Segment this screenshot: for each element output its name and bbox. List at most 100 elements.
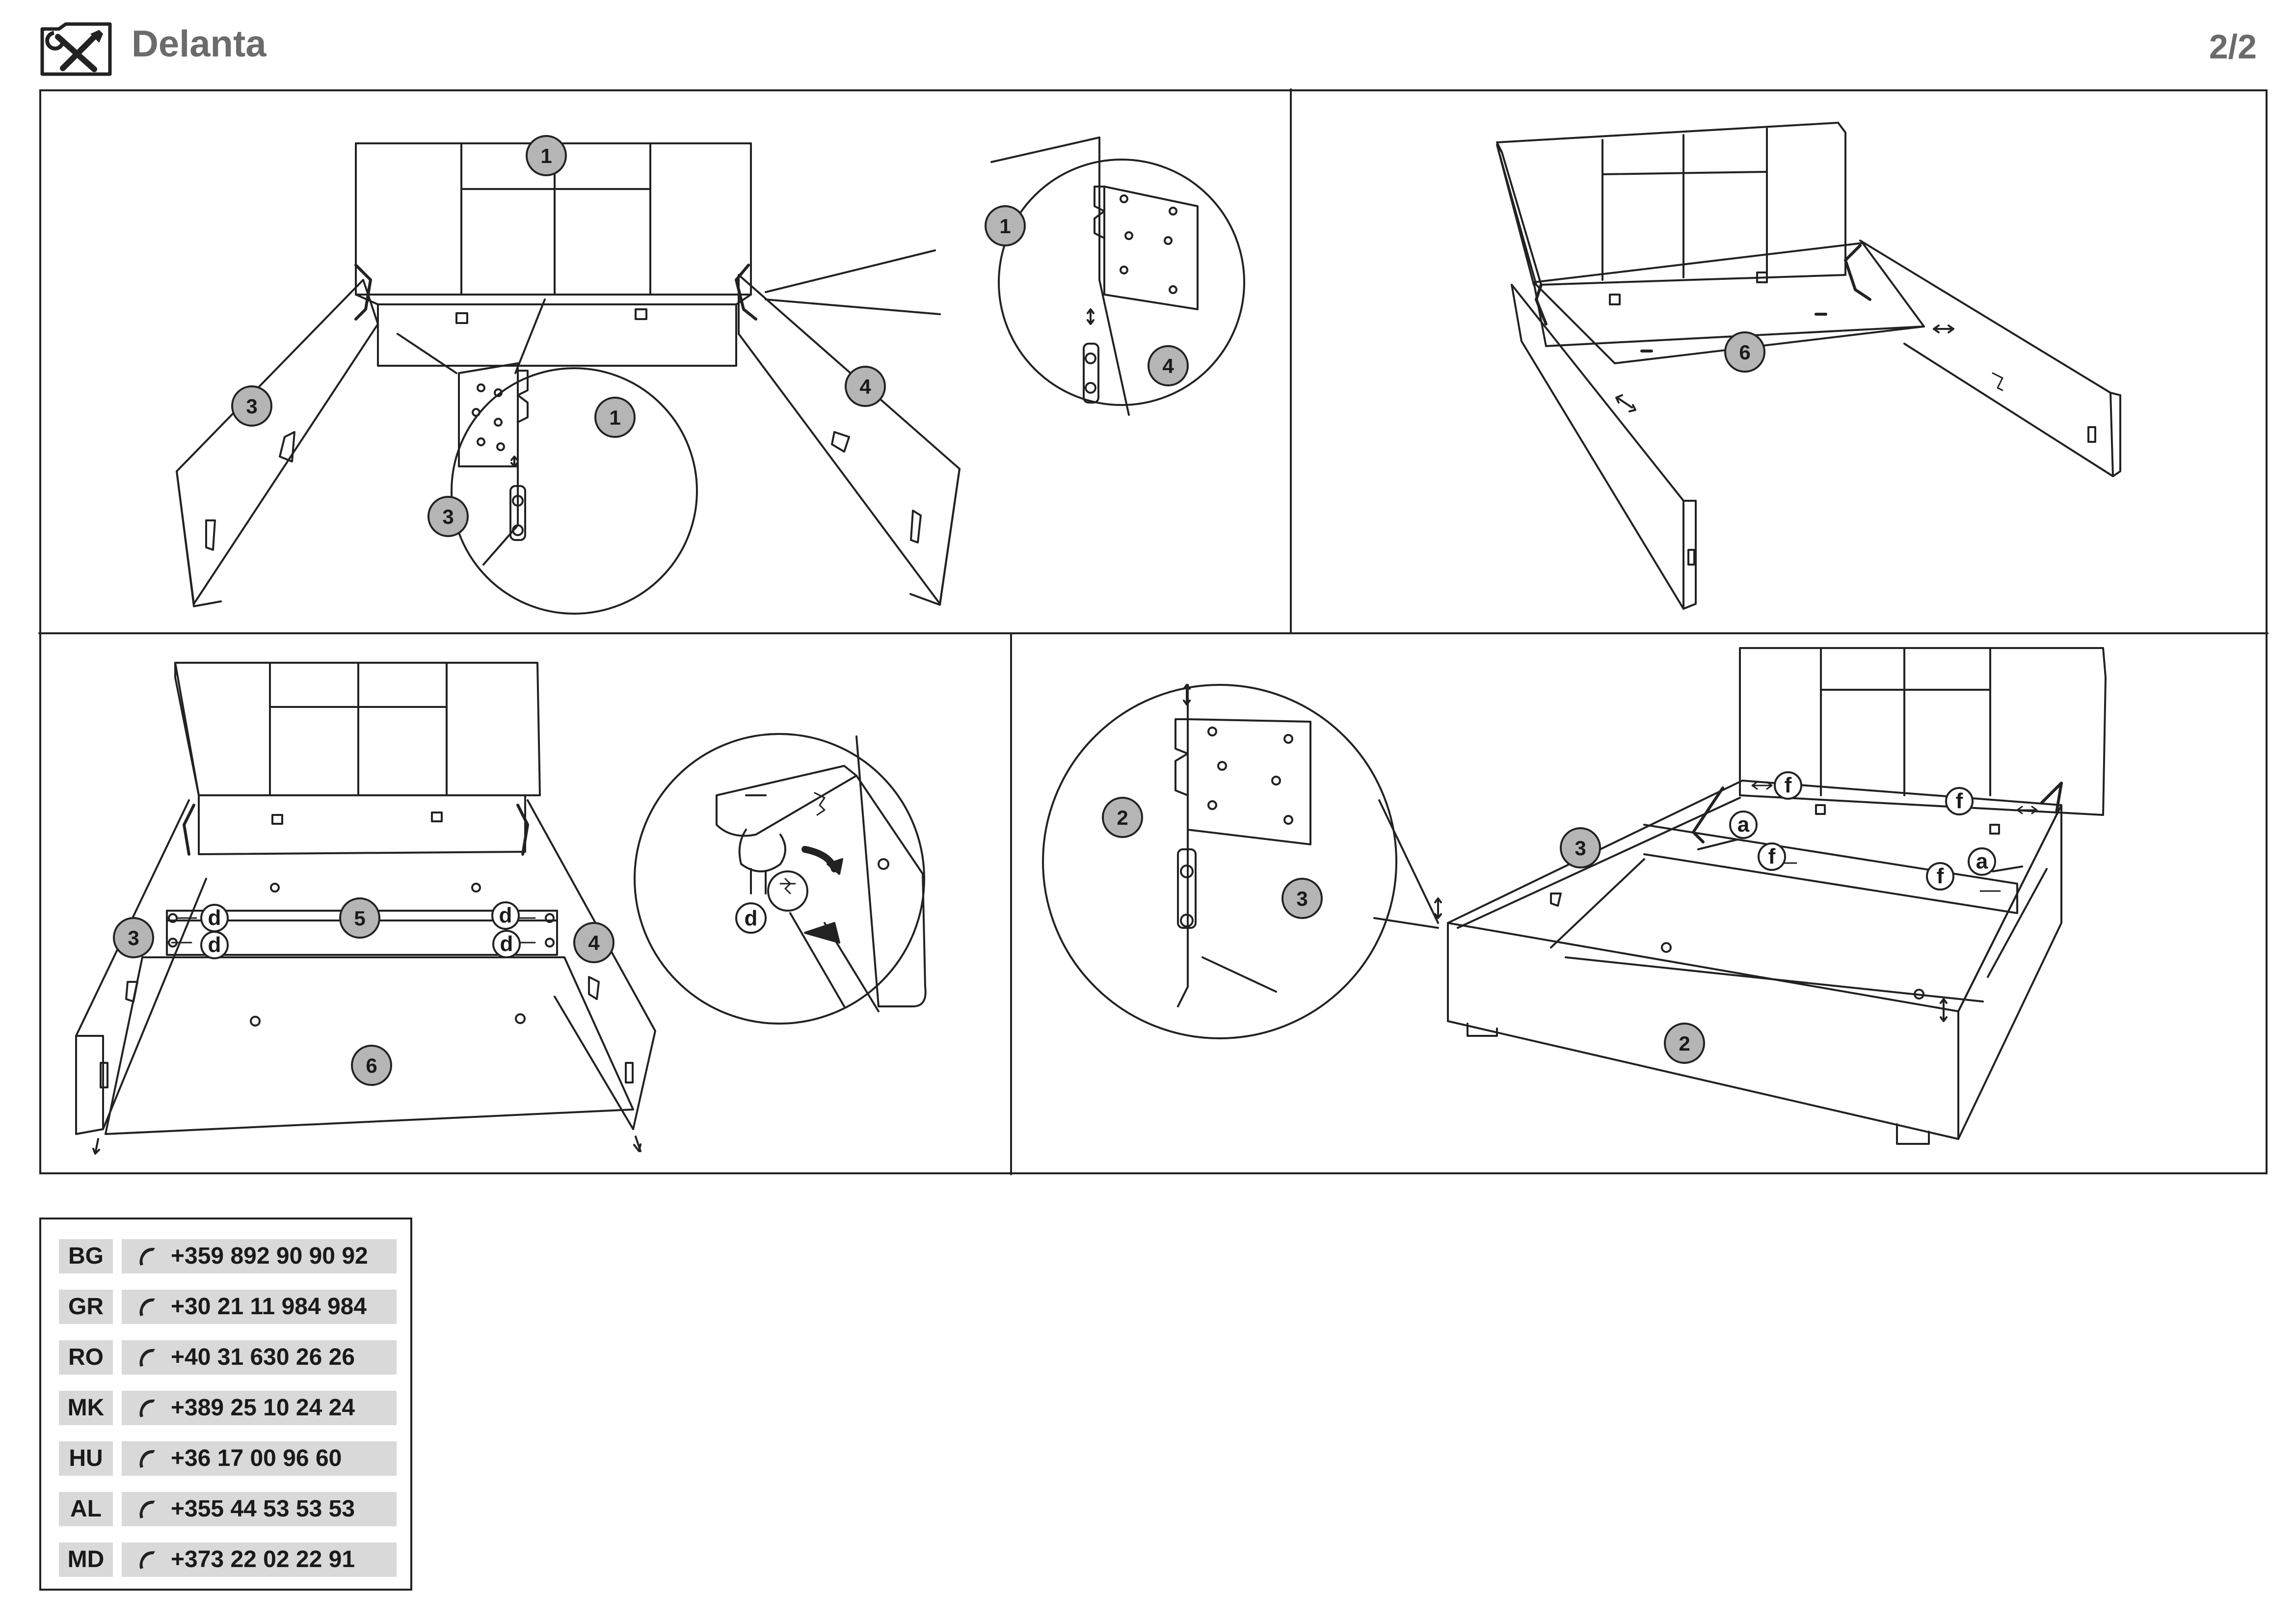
phone-cell: +389 25 10 24 24 xyxy=(122,1391,397,1425)
svg-text:1: 1 xyxy=(999,215,1011,238)
phone-icon xyxy=(139,1298,155,1316)
contact-phone-table: BG +359 892 90 90 92 GR +30 21 11 984 98… xyxy=(39,1218,412,1591)
phone-number[interactable]: +355 44 53 53 53 xyxy=(171,1496,355,1522)
phone-number[interactable]: +373 22 02 22 91 xyxy=(171,1546,355,1572)
svg-text:f: f xyxy=(1937,864,1944,888)
phone-number[interactable]: +389 25 10 24 24 xyxy=(171,1395,355,1421)
contact-row: MK +389 25 10 24 24 xyxy=(59,1391,397,1425)
svg-text:f: f xyxy=(1768,844,1776,868)
svg-text:d: d xyxy=(208,933,221,957)
phone-icon xyxy=(139,1551,155,1569)
country-code: BG xyxy=(59,1239,113,1273)
callout-f: f xyxy=(1758,842,1786,871)
svg-text:4: 4 xyxy=(1162,354,1174,378)
phone-cell: +373 22 02 22 91 xyxy=(122,1543,397,1577)
badge-6-panel3: 6 xyxy=(351,1045,392,1086)
country-code: AL xyxy=(59,1492,113,1526)
phone-cell: +40 31 630 26 26 xyxy=(122,1340,397,1375)
callout-d: d xyxy=(491,901,520,930)
assembly-steps-frame xyxy=(39,89,2268,1174)
step-panel-4 xyxy=(1042,647,2107,1145)
phone-icon xyxy=(139,1500,155,1518)
phone-icon xyxy=(139,1450,155,1468)
country-code: GR xyxy=(59,1290,113,1324)
svg-text:d: d xyxy=(745,906,758,930)
svg-text:d: d xyxy=(499,903,512,927)
svg-text:a: a xyxy=(1737,812,1750,837)
badge-3-panel3: 3 xyxy=(113,917,154,958)
assembly-illustrations: 1 3 4 1 3 1 4 6 3 5 4 6 2 3 3 2 xyxy=(38,88,2269,1175)
country-code: MD xyxy=(59,1543,113,1577)
badge-4-panel3: 4 xyxy=(573,922,614,963)
callout-f: f xyxy=(1774,771,1802,800)
badge-3-left-rail: 3 xyxy=(231,385,272,427)
country-code: HU xyxy=(59,1441,113,1476)
tools-icon xyxy=(40,22,112,76)
contact-row: AL +355 44 53 53 53 xyxy=(59,1492,397,1526)
phone-number[interactable]: +359 892 90 90 92 xyxy=(171,1243,368,1269)
badge-1-headboard: 1 xyxy=(526,135,567,176)
contact-row: MD +373 22 02 22 91 xyxy=(59,1543,397,1577)
badge-2-detail-panel4: 2 xyxy=(1102,797,1143,838)
badge-3-detail-panel4: 3 xyxy=(1281,878,1323,919)
badge-3-panel4: 3 xyxy=(1560,827,1601,868)
contact-row: BG +359 892 90 90 92 xyxy=(59,1239,397,1273)
step-badges: 1 3 4 1 3 1 4 6 3 5 4 6 2 3 3 2 xyxy=(113,135,1765,1086)
phone-icon xyxy=(139,1349,155,1367)
badge-5-panel3: 5 xyxy=(339,897,380,939)
svg-text:f: f xyxy=(1785,773,1792,797)
svg-text:a: a xyxy=(1976,849,1988,873)
phone-number[interactable]: +40 31 630 26 26 xyxy=(171,1344,355,1370)
contact-row: RO +40 31 630 26 26 xyxy=(59,1340,397,1375)
phone-number[interactable]: +36 17 00 96 60 xyxy=(171,1445,342,1471)
phone-cell: +36 17 00 96 60 xyxy=(122,1441,397,1476)
svg-text:3: 3 xyxy=(1296,887,1308,910)
svg-text:d: d xyxy=(208,906,221,930)
svg-text:2: 2 xyxy=(1117,806,1128,829)
page-number: 2/2 xyxy=(2209,27,2257,66)
badge-6-panel2: 6 xyxy=(1724,331,1765,373)
callout-f: f xyxy=(1945,787,1974,815)
callout-d: d xyxy=(200,931,229,959)
callout-a: a xyxy=(1968,847,1996,876)
step-panel-1 xyxy=(176,136,1245,615)
badge-4-right-rail: 4 xyxy=(845,366,886,407)
phone-cell: +355 44 53 53 53 xyxy=(122,1492,397,1526)
svg-text:1: 1 xyxy=(609,406,620,429)
callout-f: f xyxy=(1926,862,1954,891)
svg-text:3: 3 xyxy=(442,505,454,528)
badge-2-panel4: 2 xyxy=(1664,1023,1705,1064)
country-code: RO xyxy=(59,1340,113,1375)
svg-text:6: 6 xyxy=(366,1054,377,1077)
svg-text:2: 2 xyxy=(1679,1032,1690,1055)
letter-callouts: d d d d d f a f f a f xyxy=(200,771,1996,959)
svg-text:4: 4 xyxy=(588,931,600,954)
callout-d: d xyxy=(492,930,521,958)
svg-text:5: 5 xyxy=(354,907,365,930)
svg-text:6: 6 xyxy=(1739,341,1750,364)
page-header: Delanta 2/2 xyxy=(0,0,2296,83)
badge-4-detail-right: 4 xyxy=(1148,345,1189,386)
phone-cell: +359 892 90 90 92 xyxy=(122,1239,397,1273)
svg-text:3: 3 xyxy=(128,926,139,949)
step-panel-2 xyxy=(1496,122,2121,610)
svg-text:3: 3 xyxy=(1575,837,1586,860)
phone-number[interactable]: +30 21 11 984 984 xyxy=(171,1294,367,1320)
phone-icon xyxy=(139,1247,155,1266)
badge-1-detail-right: 1 xyxy=(985,205,1026,246)
badge-1-detail-left: 1 xyxy=(594,397,636,438)
badge-3-detail-left: 3 xyxy=(427,496,469,537)
svg-text:3: 3 xyxy=(246,395,257,418)
svg-text:f: f xyxy=(1956,789,1963,813)
callout-d-detail: d xyxy=(735,902,767,934)
phone-icon xyxy=(139,1399,155,1417)
svg-text:d: d xyxy=(500,932,513,956)
document-title: Delanta xyxy=(132,23,267,65)
svg-text:4: 4 xyxy=(859,375,871,398)
contact-row: HU +36 17 00 96 60 xyxy=(59,1441,397,1476)
phone-cell: +30 21 11 984 984 xyxy=(122,1290,397,1324)
country-code: MK xyxy=(59,1391,113,1425)
contact-row: GR +30 21 11 984 984 xyxy=(59,1290,397,1324)
callout-d: d xyxy=(200,904,229,932)
callout-a: a xyxy=(1729,811,1758,839)
